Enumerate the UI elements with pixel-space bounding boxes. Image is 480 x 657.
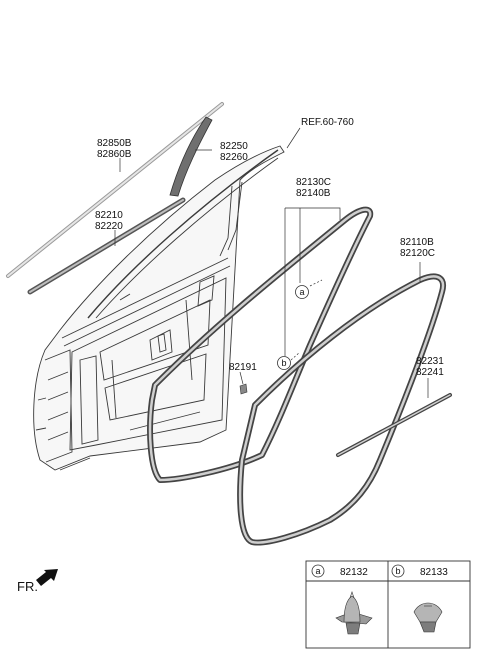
label-82850b: 82850B (97, 138, 132, 149)
legend-table: a 82132 b 82133 (305, 560, 471, 649)
door-panel (33, 145, 285, 471)
label-82140b: 82140B (296, 188, 331, 199)
label-82110b: 82110B (400, 237, 434, 248)
label-82210: 82210 (95, 210, 123, 221)
legend-b-letter: b (395, 566, 400, 576)
fastener-b-icon (413, 602, 443, 633)
legend-a-letter: a (315, 566, 320, 576)
callout-b-letter: b (281, 358, 286, 368)
label-82250: 82250 (220, 141, 248, 152)
drip-strip (336, 393, 452, 457)
label-ref: REF.60-760 (301, 117, 354, 128)
label-82860b: 82860B (97, 149, 132, 160)
callout-a-letter: a (299, 287, 304, 297)
label-82260: 82260 (220, 152, 248, 163)
callout-a: a (295, 285, 309, 299)
label-82120c: 82120C (400, 248, 435, 259)
direction-arrow-icon (36, 569, 58, 586)
label-82231: 82231 (416, 356, 444, 367)
fastener-a-icon (335, 591, 373, 635)
legend-a-part: 82132 (340, 567, 368, 578)
legend-b-circle (391, 564, 405, 578)
door-weatherstrip (237, 273, 446, 546)
legend-a-circle (311, 564, 325, 578)
label-82191: 82191 (229, 362, 257, 373)
clip-part (239, 383, 248, 395)
callout-b: b (277, 356, 291, 370)
body-weatherstrip (147, 206, 374, 483)
part-labels: 82850B 82860B 82210 82220 82250 82260 RE… (95, 117, 444, 378)
direction-label: FR. (17, 579, 38, 594)
label-82241: 82241 (416, 367, 444, 378)
legend-b-part: 82133 (420, 567, 448, 578)
direction-indicator: FR. (17, 569, 58, 594)
belt-weatherstrip (27, 197, 186, 295)
outer-moulding (6, 102, 224, 278)
label-82220: 82220 (95, 221, 123, 232)
leader-lines (114, 127, 429, 398)
label-82130c: 82130C (296, 177, 331, 188)
frame-garnish (169, 116, 213, 197)
